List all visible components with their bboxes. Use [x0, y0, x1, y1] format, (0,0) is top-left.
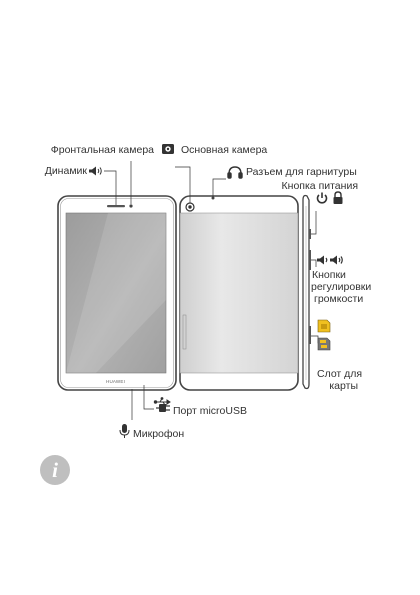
- volume-down-icon: [317, 255, 328, 265]
- power-icon: [316, 192, 328, 204]
- headset-icon: [227, 166, 243, 179]
- front-brand-logo: HUAWEI: [106, 379, 126, 384]
- leader-power: [311, 211, 317, 235]
- main-camera-lens-core: [188, 205, 192, 209]
- headset-jack-hole: [211, 196, 215, 200]
- front-screen: [65, 212, 167, 374]
- label-card-slot-line-1: Слот для: [317, 368, 363, 380]
- lock-icon: [333, 191, 343, 204]
- microphone-icon: [119, 424, 130, 438]
- tablet-side: [302, 194, 311, 390]
- tablet-front: [57, 195, 177, 391]
- label-front-camera: Фронтальная камера: [50, 144, 154, 156]
- label-microphone: Микрофон: [133, 428, 185, 440]
- side-volume-key: [309, 250, 311, 270]
- info-symbol: i: [52, 458, 58, 482]
- front-speaker-grille: [107, 205, 125, 208]
- front-camera-lens: [129, 204, 133, 208]
- leader-volume: [311, 259, 317, 267]
- side-power-key: [309, 229, 311, 239]
- camera-icon: [162, 144, 174, 154]
- label-headset-jack: Разъем для гарнитуры: [246, 166, 357, 178]
- leader-main-camera: [175, 166, 191, 203]
- back-panel: [179, 212, 299, 374]
- screen-glare: [66, 213, 166, 373]
- label-card-slot-line-2: карты: [329, 380, 358, 392]
- leader-headset: [212, 178, 226, 197]
- back-panel-mark: [182, 314, 187, 350]
- front-body-inner: [60, 198, 174, 388]
- label-power-button: Кнопка питания: [281, 180, 358, 192]
- label-volume-line-3: громкости: [314, 293, 364, 305]
- sim-card-icon: [317, 319, 331, 333]
- info-icon: i: [40, 455, 70, 485]
- label-speaker: Динамик: [44, 165, 87, 177]
- label-main-camera: Основная камера: [181, 144, 268, 156]
- volume-up-icon: [330, 255, 343, 265]
- leader-usb: [143, 385, 154, 410]
- side-card-slot: [309, 326, 311, 344]
- label-volume-line-1: Кнопки: [312, 269, 346, 281]
- sd-card-icon: [317, 337, 331, 351]
- speaker-icon: [89, 166, 102, 176]
- leader-speaker: [104, 170, 117, 205]
- label-volume-line-2: регулировки: [311, 281, 372, 293]
- usb-plug-icon: [156, 404, 170, 412]
- label-micro-usb: Порт microUSB: [173, 405, 247, 417]
- tablet-back: [179, 195, 299, 391]
